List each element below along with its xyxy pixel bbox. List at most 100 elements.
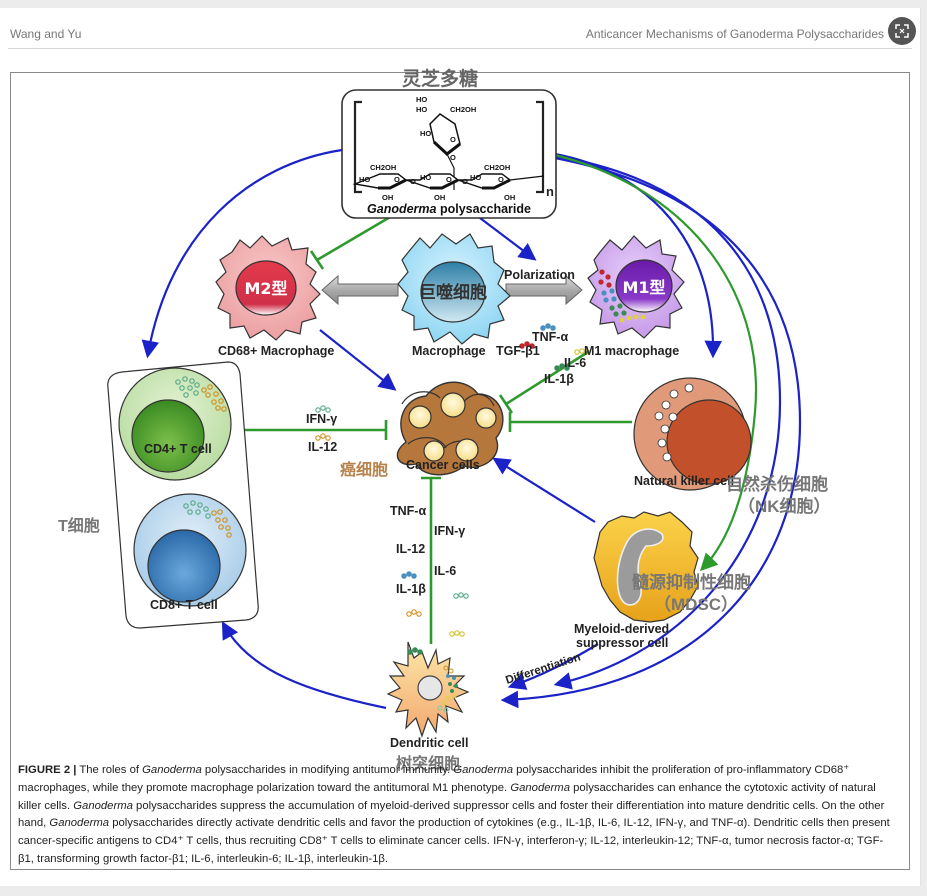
caption-segment: polysaccharides can enhance the cytotoxi… (18, 781, 876, 812)
inhibit-m1-to-cancer (505, 350, 589, 406)
cd8-granules (183, 500, 232, 538)
mdsc-cn-label-1: 髓源抑制性细胞 (632, 573, 751, 592)
mdsc-label-2: suppressor cell (576, 636, 669, 650)
expand-figure-button[interactable] (888, 17, 916, 45)
caption-segment: The roles of (76, 764, 143, 776)
figure-caption: FIGURE 2 | The roles of Ganoderma polysa… (18, 762, 898, 869)
cytokine-il6-m1: IL-6 (564, 356, 587, 370)
cytokine-tnf-alpha-m1: TNF-α (532, 330, 569, 344)
t-cells-group (107, 361, 259, 629)
authors: Wang and Yu (10, 27, 82, 41)
running-head: Wang and Yu Anticancer Mechanisms of Gan… (8, 18, 912, 49)
m1-macrophage-label: M1 macrophage (584, 344, 680, 358)
cancer-cells-cluster (396, 381, 504, 476)
dc-granules (437, 665, 458, 713)
natural-killer-cell (633, 377, 752, 491)
svg-text:O: O (450, 135, 456, 144)
caption-segment: polysaccharides in modifying antitumor i… (201, 764, 454, 776)
cytokine-il1b-m1: IL-1β (544, 372, 574, 386)
polarization-label: Polarization (504, 268, 575, 282)
arrow-dc-to-cd8 (221, 621, 387, 710)
macrophage-cell: 巨噬细胞 (397, 233, 511, 345)
t-cell-cn-label: T细胞 (58, 518, 100, 535)
cytokine-il6-dc: IL-6 (434, 564, 457, 578)
svg-text:HO: HO (470, 173, 481, 182)
mdsc-label-1: Myeloid-derived (574, 622, 670, 636)
figure-2[interactable]: HO HO CH2OH HO O O CH2OH HO O OH O HO O … (10, 69, 910, 872)
repeat-unit-n: n (546, 184, 554, 199)
m1-inner-label: M1型 (622, 278, 665, 297)
cytokine-ifn-gamma-dc: IFN-γ (434, 524, 466, 538)
grey-arrow-polarization (505, 274, 583, 306)
grey-arrow-to-m2 (321, 274, 399, 306)
group-ho: HO (416, 95, 427, 104)
svg-text:HO: HO (420, 129, 431, 138)
nk-cn-label-1: 自然杀伤细胞 (726, 475, 828, 494)
caption-segment: polysaccharides inhibit the proliferatio… (18, 764, 850, 794)
svg-text:OH: OH (434, 193, 445, 202)
arrow-polysaccharide-to-m1 (479, 217, 537, 261)
cytokine-il12-dc: IL-12 (396, 542, 426, 556)
svg-text:O: O (410, 177, 416, 186)
macrophage-inner-label: 巨噬细胞 (419, 282, 487, 303)
cytokine-tnf-alpha-dc: TNF-α (390, 504, 427, 518)
inhibit-polysaccharide-to-mdsc (554, 153, 758, 572)
nk-cn-label-2: （NK细胞） (738, 497, 831, 516)
caption-segment: Ganoderma (49, 817, 110, 830)
nk-cell-label: Natural killer cell (634, 474, 735, 488)
arrow-polysaccharide-to-dc-2 (500, 156, 802, 709)
mdsc-cell (593, 511, 699, 623)
svg-text:CH2OH: CH2OH (370, 163, 396, 172)
cd4-t-cell-label: CD4+ T cell (144, 442, 212, 456)
caption-label: FIGURE 2 | (18, 764, 77, 776)
cytokine-ifn-gamma-t: IFN-γ (306, 412, 338, 426)
cytokine-il1b-dc: IL-1β (396, 582, 426, 596)
activation-arrows (141, 148, 802, 710)
cancer-cn-label: 癌细胞 (340, 462, 389, 479)
m2-macrophage-cell: M2型 (215, 235, 321, 341)
dendritic-cell (386, 641, 470, 738)
svg-text:OH: OH (382, 193, 393, 202)
arrow-polysaccharide-to-tcells (141, 148, 343, 359)
arrow-polysaccharide-to-dc-1 (553, 154, 782, 690)
m1-cytokine-granules (598, 269, 646, 323)
cytokine-dot-markers (315, 323, 590, 655)
cd8-t-cell-label: CD8+ T cell (150, 598, 218, 612)
m1-macrophage-cell: M1型 (587, 235, 685, 339)
svg-text:O: O (450, 153, 456, 162)
svg-text:CH2OH: CH2OH (484, 163, 510, 172)
m2-inner-label: M2型 (244, 279, 287, 298)
caption-segment: polysaccharides suppress the accumulatio… (18, 799, 885, 830)
cytokine-il12-t: IL-12 (308, 440, 338, 454)
caption-segment: Ganoderma (142, 764, 202, 776)
svg-text:O: O (394, 175, 400, 184)
caption-segment: Ganoderma (453, 764, 514, 776)
caption-segment: polysaccharides directly activate dendri… (18, 817, 890, 865)
svg-text:HO: HO (416, 105, 427, 114)
arrow-mdsc-differentiation (507, 643, 599, 690)
svg-text:HO: HO (359, 175, 370, 184)
arrow-m2-to-cancer (319, 329, 397, 391)
arrow-mdsc-to-cancer (492, 457, 596, 523)
mdsc-cn-label-2: （MDSC） (654, 595, 739, 614)
svg-text:HO: HO (420, 173, 431, 182)
svg-text:O: O (462, 177, 468, 186)
running-title: Anticancer Mechanisms of Ganoderma Polys… (585, 27, 884, 41)
expand-icon (895, 24, 909, 38)
m2-macrophage-label: CD68+ Macrophage (218, 344, 335, 358)
caption-segment: Ganoderma (510, 781, 570, 794)
cytokine-tgf-beta1-m1: TGF-β1 (496, 344, 540, 358)
cd4-granules (175, 376, 227, 412)
figure-frame (10, 72, 910, 870)
polysaccharide-label: Ganoderma polysaccharide (367, 202, 531, 216)
polysaccharide-structure: HO HO CH2OH HO O O CH2OH HO O OH O HO O … (341, 89, 557, 219)
dendritic-cn-label: 树突细胞 (396, 756, 461, 773)
caption-body: The roles of Ganoderma polysaccharides i… (18, 764, 890, 865)
dendritic-cell-label: Dendritic cell (390, 736, 469, 750)
macrophage-label: Macrophage (412, 344, 486, 358)
svg-text:CH2OH: CH2OH (450, 105, 476, 114)
figure-cn-title: 灵芝多糖 (402, 69, 479, 90)
caption-segment: Ganoderma (73, 799, 133, 812)
figure-diagram: HO HO CH2OH HO O O CH2OH HO O OH O HO O … (107, 89, 802, 738)
cancer-cells-label: Cancer cells (406, 458, 480, 472)
